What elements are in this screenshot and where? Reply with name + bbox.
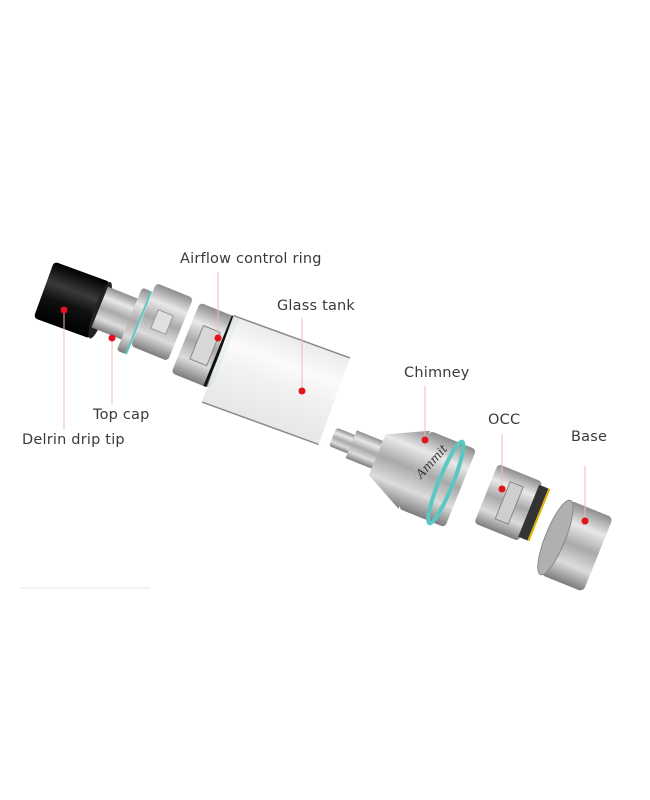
label-top-cap: Top cap xyxy=(93,407,150,423)
label-delrin-drip-tip: Delrin drip tip xyxy=(22,432,125,448)
leader-lines xyxy=(63,272,586,521)
marker-occ xyxy=(498,485,506,493)
marker-base xyxy=(581,517,589,525)
base-part xyxy=(537,499,612,591)
cap-ring-part xyxy=(131,284,193,360)
label-airflow-control-ring: Airflow control ring xyxy=(180,251,322,267)
label-glass-tank: Glass tank xyxy=(277,298,356,314)
marker-driptip xyxy=(60,306,68,314)
label-occ: OCC xyxy=(488,412,521,428)
chimney-part: Ammit xyxy=(329,428,476,527)
label-chimney: Chimney xyxy=(404,365,470,381)
glass-tank-part xyxy=(201,314,351,446)
occ-part xyxy=(475,465,551,542)
label-base: Base xyxy=(571,429,608,445)
top-cap-part xyxy=(91,286,153,355)
marker-topcap xyxy=(108,334,116,342)
marker-glass xyxy=(298,387,306,395)
marker-airflow xyxy=(214,334,222,342)
marker-chimney xyxy=(421,436,429,444)
